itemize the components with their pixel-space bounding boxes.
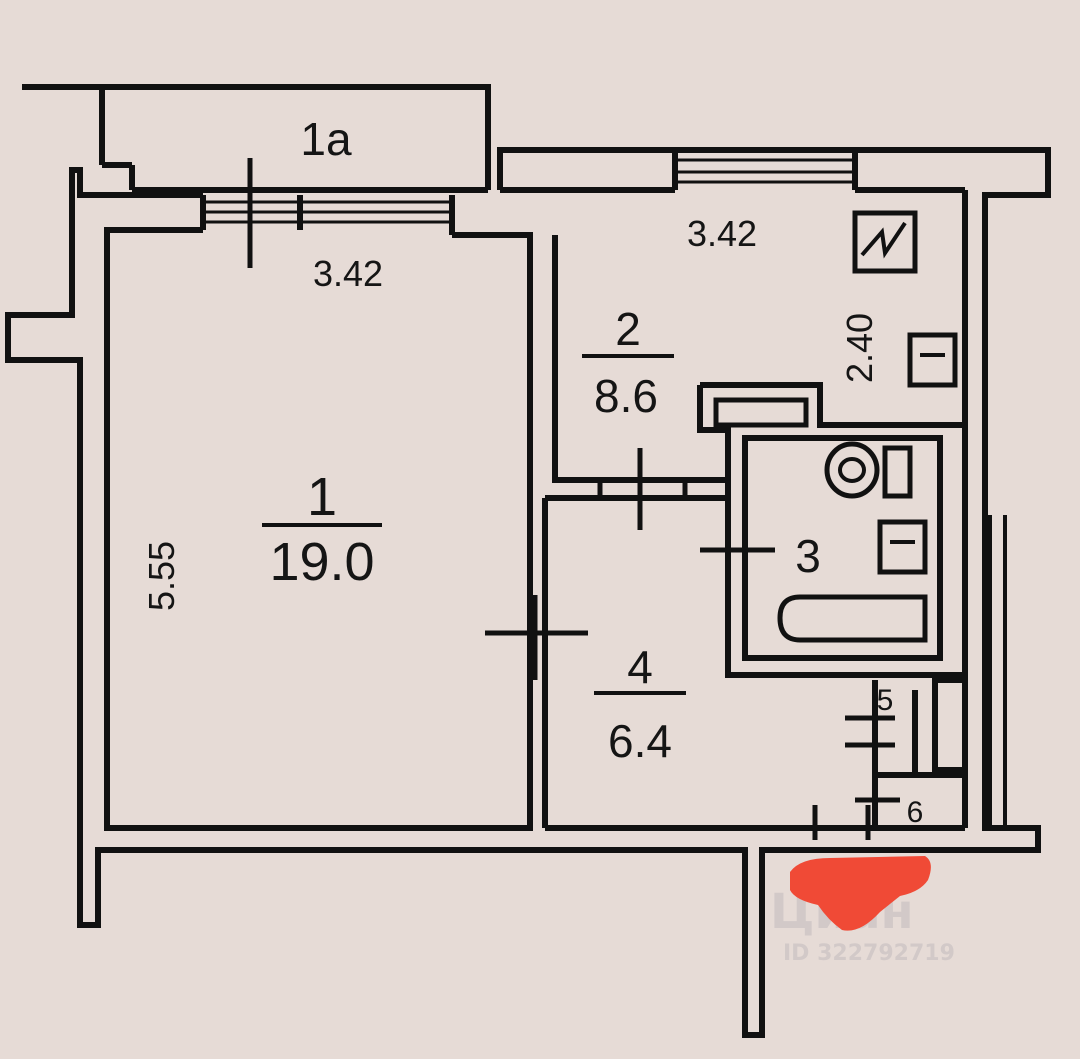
walls <box>5 84 1051 1038</box>
room-1-area: 19.0 <box>269 532 374 592</box>
room-6-number: 6 <box>907 796 924 829</box>
room2-width-dimension: 3.42 <box>687 213 757 254</box>
bathtub-icon <box>777 594 928 643</box>
room-2-number: 2 <box>615 303 641 355</box>
room2-wall <box>552 235 728 483</box>
room-4-number: 4 <box>627 641 653 693</box>
watermark-id: ID 322792719 <box>783 941 955 966</box>
fixtures <box>713 210 958 643</box>
room-1-label: 1 19.0 <box>262 467 382 592</box>
room-2-area: 8.6 <box>594 370 658 422</box>
balcony-wall <box>22 84 491 190</box>
toilet-icon <box>824 441 913 499</box>
window-room2 <box>677 158 853 184</box>
room-5-number: 5 <box>877 684 894 717</box>
window-room1 <box>205 195 450 230</box>
counter-icon <box>713 397 809 428</box>
room-4-area: 6.4 <box>608 715 672 767</box>
room1-length-dimension: 5.55 <box>141 541 182 611</box>
room-1-number: 1 <box>307 467 337 527</box>
redaction-mark <box>790 856 931 931</box>
balcony-label: 1a <box>300 113 352 165</box>
room-3-number: 3 <box>795 530 821 582</box>
room1-inner-wall <box>104 227 533 831</box>
room1-width-dimension: 3.42 <box>313 253 383 294</box>
bathroom-sink-icon <box>877 519 928 575</box>
room-4-label: 4 6.4 <box>594 641 686 767</box>
stove-icon <box>852 210 918 274</box>
bathroom-wall <box>700 382 968 828</box>
room2-length-dimension: 2.40 <box>839 313 880 383</box>
windows <box>205 158 853 230</box>
kitchen-sink-icon <box>907 332 958 388</box>
left-step-wall <box>5 147 1051 1038</box>
door-marks <box>247 158 900 840</box>
room-2-label: 2 8.6 <box>582 303 674 422</box>
